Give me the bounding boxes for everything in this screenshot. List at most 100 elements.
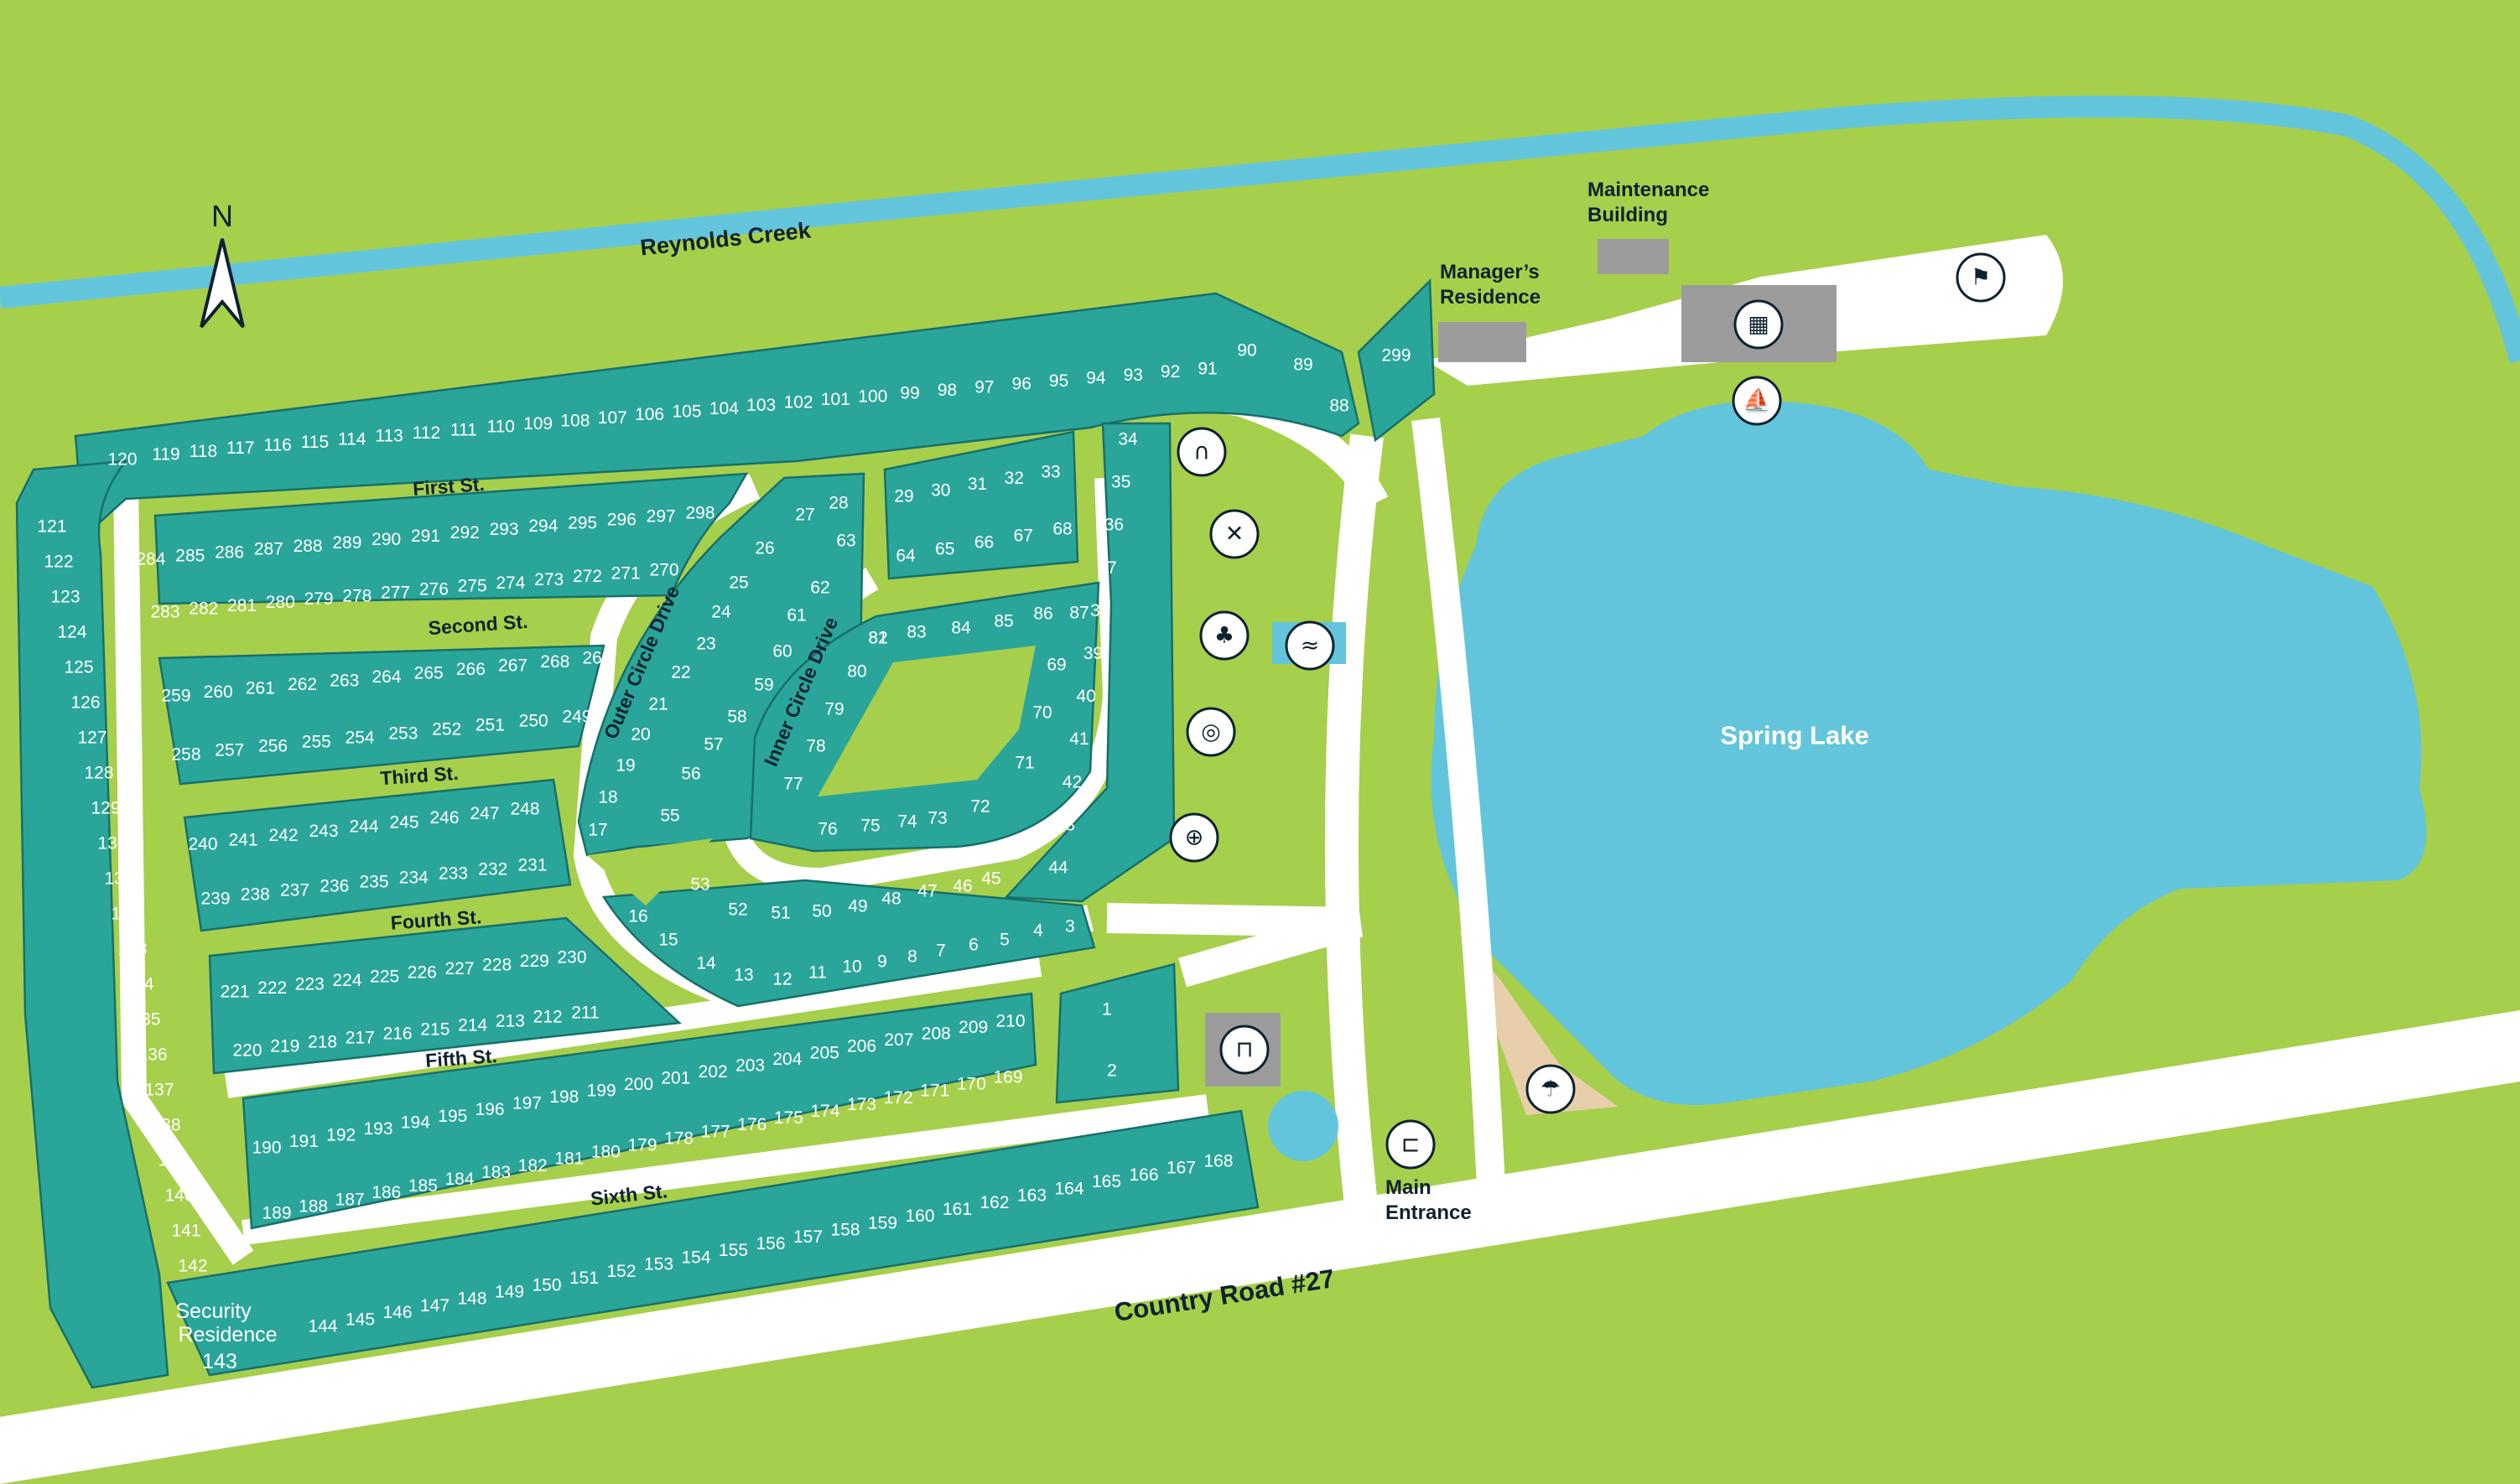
lot-number: 65 — [935, 540, 954, 559]
lot-number: 96 — [1012, 375, 1031, 394]
lot-number: 140 — [164, 1186, 194, 1206]
south-link-road — [1106, 903, 1363, 988]
lot-number: 94 — [1086, 368, 1106, 387]
sixth-st-block — [166, 1109, 1260, 1377]
svg-text:♣: ♣ — [1214, 623, 1234, 649]
lot-number: 291 — [411, 527, 440, 546]
lot-number: 187 — [335, 1190, 365, 1209]
lot-number: 90 — [1237, 341, 1256, 361]
lot-number: 33 — [1041, 463, 1060, 482]
svg-text:≈: ≈ — [1301, 633, 1320, 659]
lot-number: 156 — [756, 1234, 785, 1253]
lot-number: 247 — [470, 804, 499, 823]
street-fifth: Fifth St. — [424, 1045, 497, 1071]
lot-number: 249 — [562, 708, 591, 727]
lot-number: 295 — [568, 513, 597, 532]
lot-number: 49 — [848, 897, 867, 916]
lot-number: 161 — [943, 1200, 972, 1219]
svg-text:▦: ▦ — [1748, 312, 1769, 338]
lot-number: 36 — [1104, 516, 1124, 535]
lot-number: 189 — [262, 1204, 291, 1223]
south-arc-block — [601, 879, 1096, 1008]
lot-number: 8 — [907, 947, 917, 967]
lot-number: 269 — [582, 649, 611, 668]
lot-number: 135 — [131, 1010, 160, 1030]
lot-number: 110 — [486, 418, 514, 437]
lot-number: 41 — [1069, 729, 1089, 749]
lot-number: 89 — [1293, 355, 1312, 375]
lot-number: 128 — [84, 764, 113, 783]
lot-number: 172 — [884, 1088, 913, 1108]
svg-text:☂: ☂ — [1541, 1077, 1561, 1103]
lot-number: 274 — [496, 573, 525, 593]
lot-number: 280 — [266, 593, 295, 612]
lot-number: 104 — [709, 399, 739, 418]
lot-number: 18 — [598, 788, 617, 807]
manager-residence-building — [1438, 322, 1526, 362]
lot-number: 178 — [664, 1129, 694, 1148]
entrance-gate-icon: ⊏ — [1385, 1119, 1436, 1170]
lot-number: 288 — [294, 537, 323, 556]
lot-number: 24 — [711, 603, 731, 622]
lot-number: 48 — [881, 890, 901, 909]
inner-park — [818, 646, 1036, 796]
lot-number: 61 — [787, 606, 806, 625]
lot-number: 230 — [557, 948, 586, 968]
lot-number: 299 — [1381, 346, 1411, 366]
reynolds-creek — [0, 96, 2520, 364]
lot-number: 217 — [346, 1029, 375, 1048]
lot-number: 153 — [644, 1255, 673, 1274]
north-arrow-icon — [200, 238, 245, 329]
lot-number: 272 — [573, 567, 602, 586]
lot-number: 263 — [330, 672, 359, 691]
lot-number: 73 — [927, 809, 947, 828]
svg-text:⚑: ⚑ — [1971, 265, 1991, 291]
lot-number: 124 — [57, 623, 86, 642]
lot-number: 12 — [772, 970, 792, 989]
lot-number: 176 — [737, 1115, 766, 1134]
lot-number: 246 — [429, 808, 459, 828]
lot-number: 205 — [810, 1043, 839, 1062]
lot-number: 297 — [647, 506, 676, 526]
lot-number: 46 — [953, 877, 972, 896]
lot-number: 117 — [226, 438, 254, 458]
lot-number: 236 — [320, 877, 349, 896]
lot-number: 215 — [420, 1020, 449, 1040]
lot-number: 15 — [658, 931, 678, 950]
lot-number: 133 — [117, 940, 147, 959]
lot-number: 116 — [263, 436, 291, 455]
lot-number: 16 — [628, 907, 647, 926]
lot-number: 21 — [648, 695, 668, 714]
lot-number: 37 — [1097, 558, 1116, 578]
lot-number: 177 — [701, 1122, 730, 1141]
lot-number: 147 — [420, 1296, 449, 1315]
lot-number: 192 — [326, 1125, 356, 1144]
lot-number: 52 — [728, 900, 747, 920]
lot-number: 289 — [332, 533, 361, 553]
lot-number: 125 — [64, 658, 93, 677]
lot-number: 74 — [897, 812, 917, 832]
shuffleboard-icon: ✕ — [1209, 509, 1260, 559]
lot-number: 13 — [734, 966, 753, 985]
lot-number: 201 — [661, 1069, 690, 1088]
lot-number: 72 — [970, 797, 990, 817]
lot-number: 68 — [1052, 520, 1072, 539]
lot-number: 185 — [408, 1176, 438, 1196]
lot-number: 188 — [299, 1196, 328, 1216]
lot-number: 179 — [627, 1136, 657, 1155]
lot-number: 197 — [512, 1094, 542, 1113]
lot-number: 64 — [896, 547, 916, 566]
lot-number: 81 — [868, 629, 887, 648]
lot-number: 99 — [900, 384, 919, 403]
lot-number: 3 — [1065, 917, 1075, 937]
lot-number: 44 — [1048, 859, 1068, 878]
lot-number: 159 — [868, 1213, 897, 1232]
lot-number: 56 — [681, 765, 700, 784]
lot-number: 67 — [1014, 527, 1033, 546]
lot-number: 265 — [414, 664, 444, 683]
lot-number: 213 — [496, 1012, 525, 1031]
lot-number: 88 — [1329, 397, 1348, 416]
lot-number: 211 — [571, 1004, 599, 1023]
lot-number: 35 — [1111, 473, 1130, 492]
street-first: First St. — [412, 473, 485, 500]
